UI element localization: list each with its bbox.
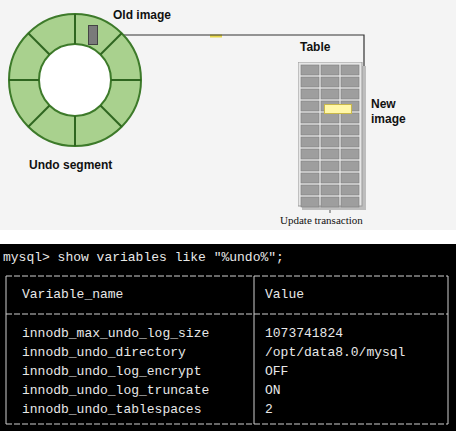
- table-cell: innodb_undo_tablespaces: [22, 402, 201, 418]
- table-grid: TableNew image: [298, 62, 362, 206]
- terminal-panel: [0, 244, 456, 431]
- table-cell: innodb_undo_log_encrypt: [22, 364, 201, 380]
- old-image-block: Old image: [88, 25, 98, 45]
- node-label: Old image: [113, 8, 171, 22]
- table-cell: /opt/data8.0/mysql: [265, 345, 405, 361]
- node-label: Table: [300, 40, 330, 54]
- table-cells: [298, 62, 368, 212]
- new-image-cell: New image: [324, 104, 352, 114]
- table-header: Value: [265, 287, 304, 303]
- table-cell: innodb_undo_directory: [22, 345, 186, 361]
- table-cell: 1073741824: [265, 326, 343, 342]
- undo-segment-circle: Undo segmentOld image: [7, 12, 143, 148]
- table-cell: innodb_undo_log_truncate: [22, 383, 209, 399]
- table-header: Variable_name: [22, 287, 123, 303]
- top-panel: [0, 0, 456, 230]
- node-label: Undo segment: [29, 158, 112, 172]
- node-label: New image: [371, 97, 417, 127]
- table-cell: OFF: [265, 364, 288, 380]
- table-cell: 2: [265, 402, 273, 418]
- undo-ring: [7, 12, 143, 148]
- command-line: mysql> show variables like "%undo%";: [3, 250, 284, 266]
- caption-note: Update transaction: [280, 214, 363, 226]
- terminal-table-borders: [6, 276, 448, 424]
- table-cell: ON: [265, 383, 281, 399]
- table-cell: innodb_max_undo_log_size: [22, 326, 209, 342]
